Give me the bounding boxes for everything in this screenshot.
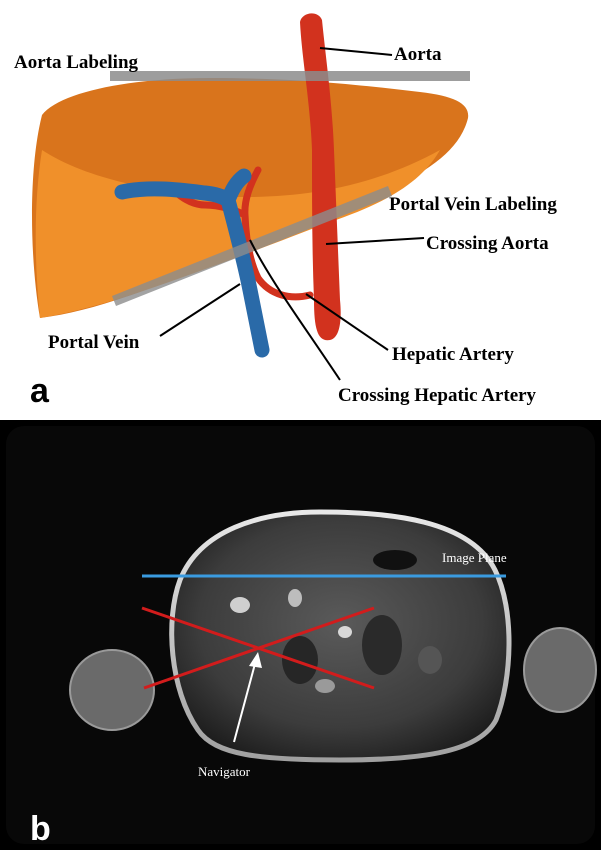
mri-image: Image Plane Navigator b xyxy=(0,420,601,850)
aorta-labeling-plane xyxy=(110,71,470,81)
label-portal-vein: Portal Vein xyxy=(48,332,140,353)
mri-left-arm xyxy=(70,650,154,730)
panel-letter-a: a xyxy=(30,372,50,410)
label-hepatic-artery: Hepatic Artery xyxy=(392,344,514,365)
mri-right-arm xyxy=(524,628,596,712)
label-crossing-aorta: Crossing Aorta xyxy=(426,233,549,254)
mri-image-panel: Image Plane Navigator b xyxy=(0,420,601,850)
label-portal-vein-labeling: Portal Vein Labeling xyxy=(389,194,557,215)
leader-portal-vein xyxy=(160,284,240,336)
label-crossing-hepatic-artery: Crossing Hepatic Artery xyxy=(338,385,537,406)
leader-crossing-aorta xyxy=(326,238,424,244)
leader-aorta xyxy=(320,48,392,55)
anatomy-diagram-panel: Aorta Labeling Aorta Portal Vein Labelin… xyxy=(0,0,601,410)
label-image-plane: Image Plane xyxy=(442,550,507,565)
panel-letter-b: b xyxy=(30,810,51,848)
anatomy-diagram: Aorta Labeling Aorta Portal Vein Labelin… xyxy=(0,0,601,410)
label-navigator: Navigator xyxy=(198,764,251,779)
label-aorta: Aorta xyxy=(394,44,442,65)
label-aorta-labeling: Aorta Labeling xyxy=(14,52,139,73)
